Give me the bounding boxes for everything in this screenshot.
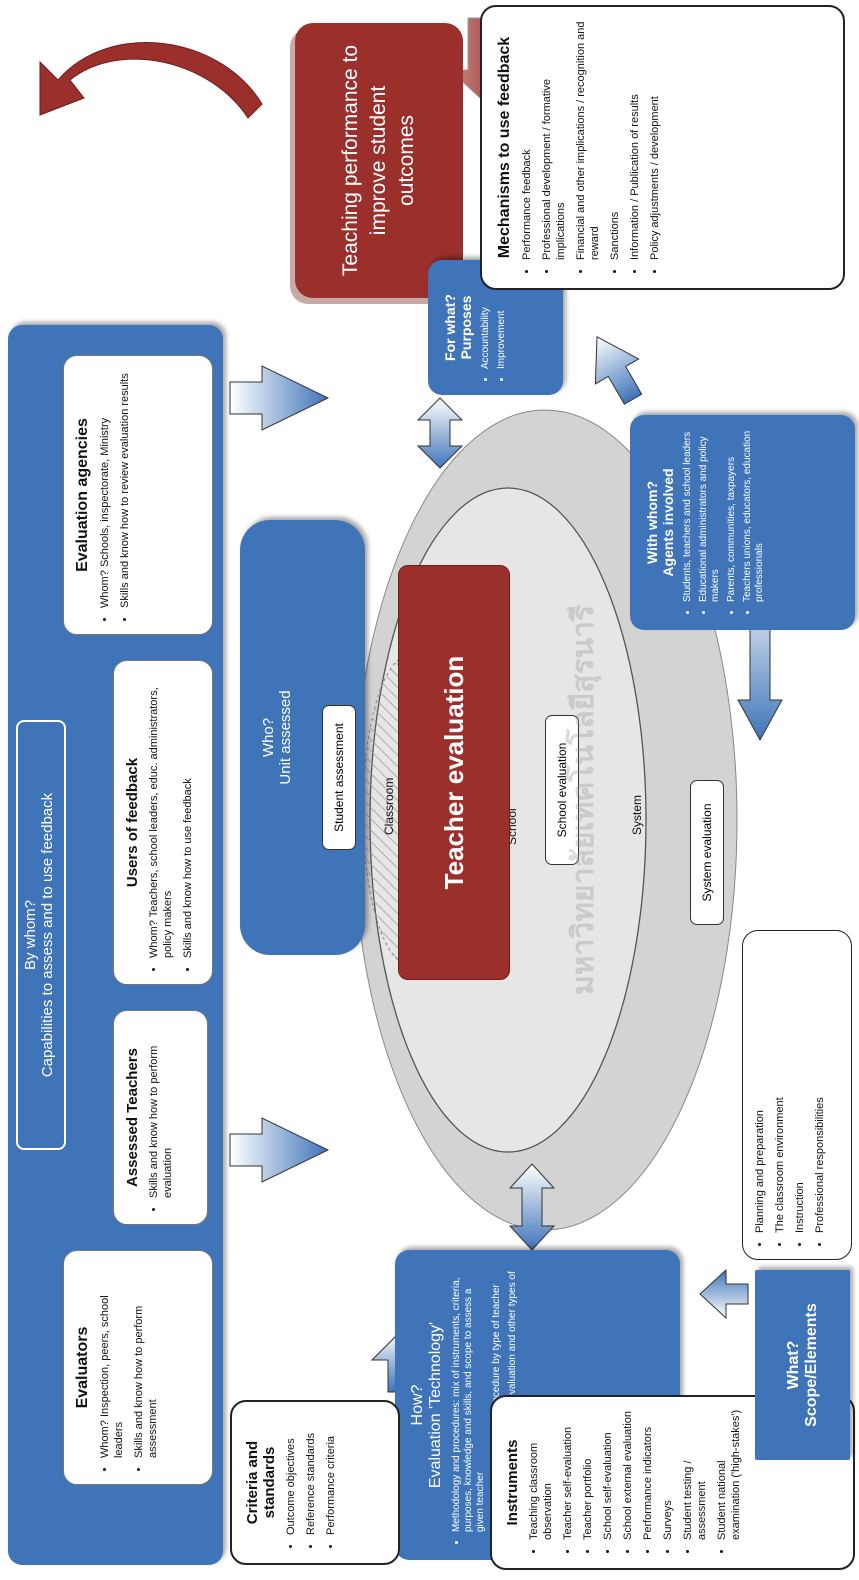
- assessed-teachers-box: Assessed Teachers Skills and know how to…: [113, 1010, 208, 1225]
- system-evaluation-box: System evaluation: [690, 780, 724, 925]
- evaluation-agencies-list: Whom? Schools, inspectorate, Ministry Sk…: [98, 366, 132, 624]
- mechanisms-list: Performance feedback Professional develo…: [520, 19, 662, 276]
- teacher-evaluation-bar: Teacher evaluation: [398, 565, 510, 980]
- list-item: Skills and know how to use feedback: [181, 671, 195, 958]
- agents-list: Students, teachers and school leaders Ed…: [682, 427, 766, 618]
- by-whom-bar: By whom? Capabilities to assess and to u…: [8, 325, 223, 1565]
- scope-box: Planning and preparation The classroom e…: [742, 930, 852, 1260]
- list-item: Professional development / formative imp…: [540, 19, 568, 260]
- assessed-teachers-list: Skills and know how to perform evaluatio…: [147, 1021, 175, 1214]
- scope-list: Planning and preparation The classroom e…: [753, 941, 827, 1249]
- list-item: Parents, communities, taxpayers: [726, 427, 738, 602]
- list-item: Information / Publication of results: [628, 19, 642, 260]
- list-item: Professional responsibilities: [813, 941, 827, 1233]
- list-item: The classroom environment: [773, 941, 787, 1233]
- curved-arrow-outcome-top: [39, 42, 263, 119]
- arrow-how-ellipse: [508, 1163, 556, 1251]
- watermark-text: มหาวิทยาลัยเทคโนโลยีสุรนารี: [567, 604, 600, 995]
- by-whom-header: By whom? Capabilities to assess and to u…: [16, 720, 66, 1150]
- list-item: Performance criteria: [324, 1414, 338, 1535]
- student-assessment-box: Student assessment: [322, 705, 356, 850]
- by-whom-title: By whom?: [22, 899, 39, 971]
- mechanisms-box: Mechanisms to use feedback Performance f…: [480, 5, 845, 290]
- teacher-evaluation-title: Teacher evaluation: [438, 655, 469, 890]
- agents-title: With whom?: [644, 480, 660, 565]
- users-of-feedback-title: Users of feedback: [124, 757, 141, 888]
- system-label: System: [630, 794, 644, 835]
- list-item: Surveys: [661, 1409, 675, 1540]
- criteria-title: Criteria and standards: [244, 1440, 278, 1525]
- list-item: Whom? Teachers, school leaders, educ. ad…: [147, 671, 175, 958]
- criteria-list: Outcome objectives Reference standards P…: [284, 1414, 338, 1551]
- list-item: Teacher portfolio: [581, 1409, 595, 1540]
- list-item: Teacher self-evaluation: [561, 1409, 575, 1540]
- list-item: Skills and know how to review evaluation…: [118, 366, 132, 608]
- purposes-subtitle: Purposes: [458, 295, 474, 360]
- outcome-box: Teaching performance to improve student …: [295, 23, 463, 298]
- list-item: Planning and preparation: [753, 941, 767, 1233]
- instruments-list: Teaching classroom observation Teacher s…: [527, 1409, 743, 1556]
- criteria-box: Criteria and standards Outcome objective…: [230, 1400, 400, 1565]
- what-box: What? Scope/Elements: [755, 1270, 850, 1460]
- by-whom-subtitle: Capabilities to assess and to use feedba…: [39, 792, 56, 1078]
- assessed-teachers-title: Assessed Teachers: [124, 1048, 141, 1187]
- arrow-ellipse-purposes: [416, 397, 464, 469]
- what-subtitle: Scope/Elements: [802, 1303, 820, 1427]
- arrow-agents-purposes: [594, 336, 643, 405]
- list-item: School self-evaluation: [601, 1409, 615, 1540]
- outcome-text: Teaching performance to improve student …: [339, 44, 418, 277]
- list-item: Student national examination ('high-stak…: [715, 1409, 743, 1540]
- list-item: Performance indicators: [641, 1409, 655, 1540]
- list-item: Teaching classroom observation: [527, 1409, 555, 1540]
- evaluators-box: Evaluators Whom? Inspection, peers, scho…: [63, 1250, 213, 1485]
- list-item: Reference standards: [304, 1414, 318, 1535]
- users-of-feedback-box: Users of feedback Whom? Teachers, school…: [113, 660, 213, 985]
- evaluators-title: Evaluators: [74, 1326, 91, 1409]
- evaluation-agencies-box: Evaluation agencies Whom? Schools, inspe…: [63, 355, 213, 635]
- list-item: Financial and other implications / recog…: [574, 19, 602, 260]
- what-title: What?: [784, 1340, 802, 1390]
- arrow-what-how: [699, 1268, 749, 1320]
- list-item: Skills and know how to perform assessmen…: [132, 1261, 160, 1458]
- list-item: Outcome objectives: [284, 1414, 298, 1535]
- users-of-feedback-list: Whom? Teachers, school leaders, educ. ad…: [147, 671, 195, 974]
- agents-box: With whom? Agents involved Students, tea…: [630, 415, 855, 630]
- list-item: Sanctions: [608, 19, 622, 260]
- list-item: Student testing / assessment: [681, 1409, 709, 1541]
- list-item: Educational administrators and policy ma…: [698, 427, 722, 602]
- list-item: School external evaluation: [621, 1409, 635, 1540]
- list-item: Policy adjustments / development: [648, 19, 662, 260]
- list-item: Instruction: [793, 941, 807, 1233]
- agents-subtitle: Agents involved: [660, 468, 676, 577]
- list-item: Performance feedback: [520, 19, 534, 260]
- list-item: Whom? Schools, inspectorate, Ministry: [98, 366, 112, 608]
- how-subtitle: Evaluation 'Technology': [427, 1321, 444, 1489]
- list-item: Whom? Inspection, peers, school leaders: [98, 1261, 126, 1458]
- classroom-label: Classroom: [382, 777, 396, 835]
- purposes-title: For what?: [442, 294, 458, 361]
- mechanisms-title: Mechanisms to use feedback: [496, 36, 513, 259]
- who-title: Who?: [260, 717, 277, 758]
- evaluation-agencies-title: Evaluation agencies: [74, 418, 91, 572]
- list-item: Skills and know how to perform evaluatio…: [147, 1021, 175, 1198]
- list-item: Methodology and procedures: mix of instr…: [451, 1262, 487, 1532]
- evaluators-list: Whom? Inspection, peers, school leaders …: [98, 1261, 160, 1474]
- who-subtitle: Unit assessed: [277, 690, 294, 785]
- list-item: Teachers unions, educators, education pr…: [742, 427, 766, 602]
- arrow-agencies-down: [229, 365, 330, 431]
- arrow-evaluators-down: [229, 1117, 330, 1183]
- list-item: Students, teachers and school leaders: [682, 427, 694, 602]
- instruments-title: Instruments: [504, 1439, 521, 1526]
- how-title: How?: [409, 1384, 426, 1426]
